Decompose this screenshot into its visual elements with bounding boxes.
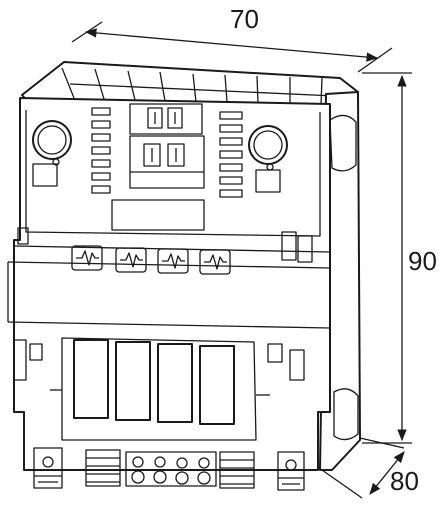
depth-label: 80 (390, 466, 419, 496)
center-connector-upper (129, 103, 203, 135)
width-label: 70 (230, 4, 259, 34)
top-ribs (61, 67, 336, 106)
fuse-holder-2[interactable] (115, 341, 151, 421)
lower-panel (50, 337, 270, 441)
depth-dimension: 80 (321, 437, 419, 499)
fuse-holder-4[interactable] (199, 345, 235, 425)
right-led-column (219, 111, 243, 198)
center-label-plate (111, 199, 205, 231)
fuse-holder-1[interactable] (73, 339, 109, 419)
height-dimension: 90 (362, 72, 437, 444)
housing (7, 61, 361, 471)
center-terminal-block-icon (85, 449, 255, 489)
right-clip (267, 231, 313, 381)
fuse-window-1-icon (71, 245, 103, 271)
left-clip (13, 227, 43, 381)
fuse-window-4-icon (199, 249, 231, 275)
fuse-window-2-icon (115, 247, 147, 273)
fuse-holder-3[interactable] (157, 343, 193, 423)
height-label: 90 (408, 246, 437, 276)
left-terminal-icon (33, 447, 63, 489)
center-connector-lower (129, 135, 205, 189)
right-terminal-icon (277, 451, 305, 491)
right-rotary-knob-icon (248, 125, 288, 193)
fuse-window-3-icon (157, 248, 189, 274)
width-dimension: 70 (71, 4, 393, 73)
left-rotary-knob-icon (32, 120, 72, 187)
left-led-column (91, 107, 111, 194)
